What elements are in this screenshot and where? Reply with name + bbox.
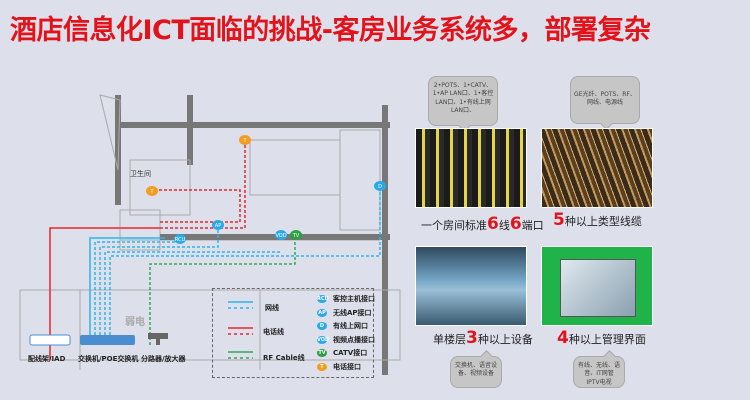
photo-messy-cables [541, 128, 653, 208]
photo-rack-switch [415, 246, 527, 326]
port-label: 无线AP接口 [333, 308, 372, 317]
port-icon: T [317, 362, 327, 371]
legend-rf: RF Cable线 [263, 354, 305, 362]
svg-text:RCU: RCU [175, 237, 186, 243]
caption-interfaces: 4种以上管理界面 [557, 328, 646, 348]
bubble-interfaces: 有线、无线、语音、IT网管 IPTV电视 [573, 356, 625, 388]
port-label: 有线上网口 [333, 322, 368, 330]
legend-port-4: TV CATV接口 [317, 348, 367, 358]
slide-title: 酒店信息化ICT面临的挑战-客房业务系统多，部署复杂 [10, 15, 651, 46]
legend: 网线 电话线 RF Cable线 RCU 客控主机接口 AP 无线AP接口 D 有线上网口… [212, 288, 375, 378]
port-icon: RCU [317, 295, 329, 303]
port-label: 视频点播接口 [333, 335, 375, 344]
bubble-cables: GE光纤、POTS、RF、网线、电源线 [570, 76, 640, 124]
legend-port-0: RCU 客控主机接口 [317, 294, 375, 304]
svg-text:弱电: 弱电 [125, 315, 145, 328]
caption-ports: 一个房间标准6线6端口 [421, 214, 544, 234]
port-label: 电话接口 [333, 362, 361, 371]
legend-phone: 电话线 [263, 328, 284, 336]
svg-text:TV: TV [292, 233, 300, 239]
bubble-ports: 2•POTS、1•CATV、1•AP LAN口、1•客控 LAN口、1•有线上网… [428, 76, 498, 126]
patch-panel-label: 配线架/IAD [28, 355, 66, 363]
splitter-label: 分路器/放大器 [141, 355, 186, 363]
port-icon: AP [317, 308, 327, 317]
photo-management [541, 246, 653, 326]
port-icon: D [317, 322, 327, 330]
port-label: CATV接口 [333, 349, 368, 357]
bubble-devices: 交换机、语音设备、视频设备 [450, 356, 502, 388]
floor-plan: 卫生间 弱电 T T AP RCU VOD TV D [19, 94, 401, 375]
legend-port-1: AP 无线AP接口 [317, 308, 372, 318]
legend-port-2: D 有线上网口 [317, 321, 368, 331]
svg-text:T: T [242, 138, 247, 144]
port-icon: TV [317, 349, 327, 357]
bathroom-label: 卫生间 [130, 169, 151, 178]
photo-patch-cables [415, 128, 527, 208]
caption-devices: 单楼层3种以上设备 [433, 328, 533, 348]
legend-port-5: T 电话接口 [317, 362, 361, 372]
port-icon: VOD [317, 335, 330, 344]
svg-text:VOD: VOD [275, 233, 286, 239]
caption-cables: 5种以上类型线缆 [553, 210, 642, 230]
svg-text:AP: AP [215, 223, 221, 229]
svg-text:T: T [149, 189, 154, 195]
legend-line-samples [228, 301, 253, 359]
switch-label: 交换机/POE交换机 [78, 355, 139, 363]
legend-network: 网线 [265, 304, 279, 312]
svg-text:D: D [378, 184, 382, 190]
port-label: 客控主机接口 [333, 295, 375, 303]
